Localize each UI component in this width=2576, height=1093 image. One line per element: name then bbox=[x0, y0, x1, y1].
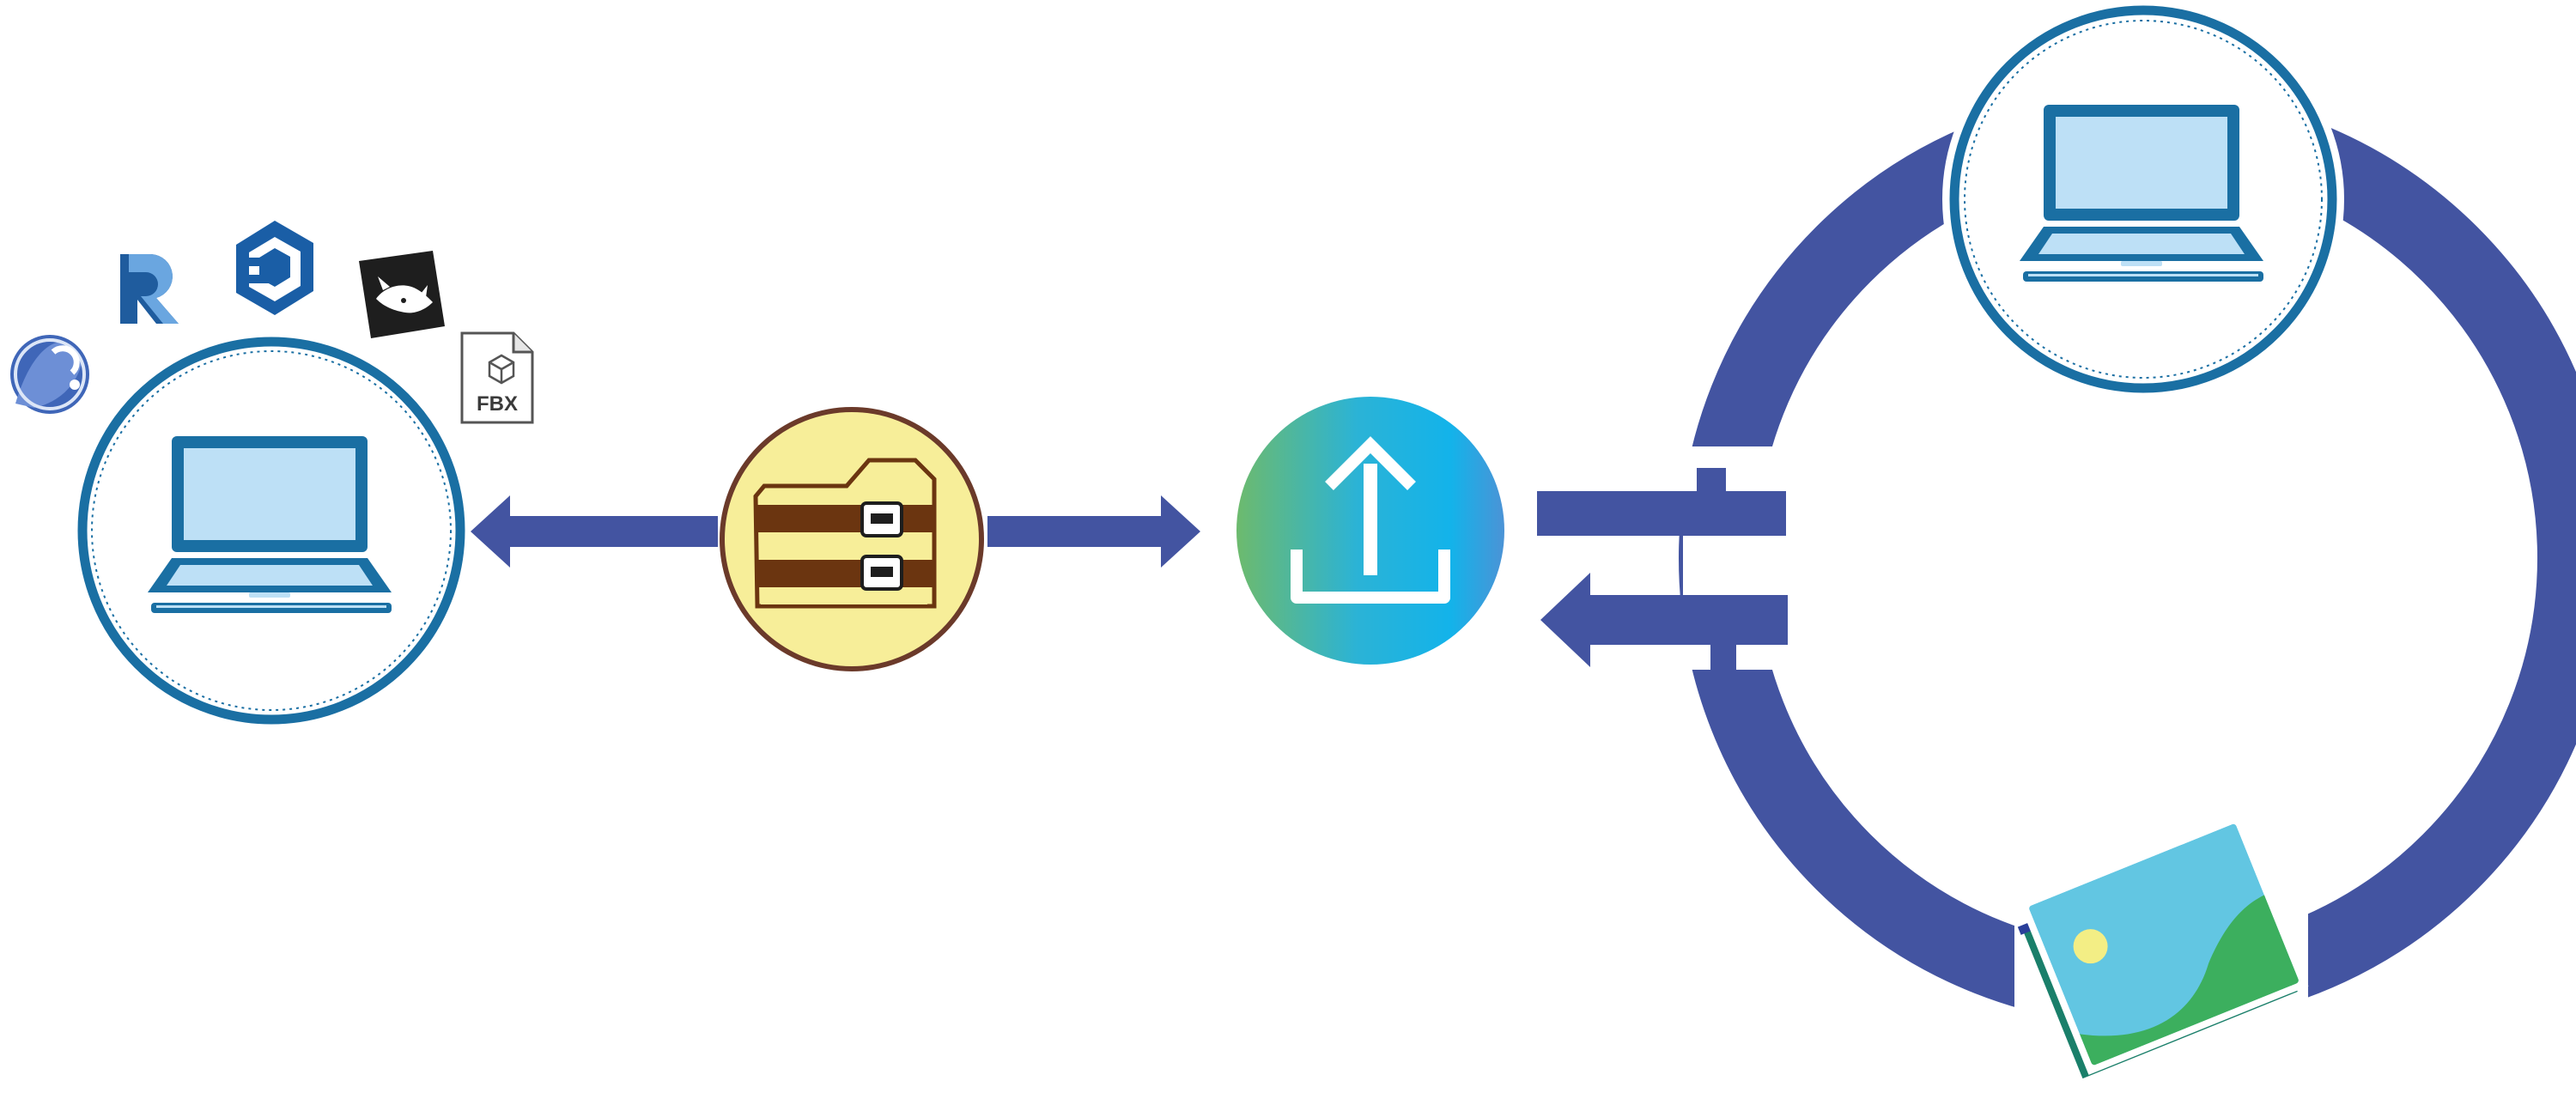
folder-archive-icon bbox=[753, 458, 937, 609]
arrow-to-upload bbox=[987, 495, 1200, 568]
arrow-into-loop bbox=[1537, 468, 1786, 536]
image-icon bbox=[2019, 814, 2309, 1075]
fbx-file-icon: FBX bbox=[460, 331, 534, 424]
sketchup-icon bbox=[236, 221, 313, 315]
remote-laptop-node bbox=[1942, 0, 2344, 400]
export-archive-node bbox=[720, 407, 984, 671]
render-output-node bbox=[2017, 814, 2309, 1079]
arrow-out-of-loop bbox=[1540, 573, 1788, 671]
upload-icon bbox=[1291, 436, 1450, 604]
source-laptop-node bbox=[77, 337, 465, 725]
archicad-icon bbox=[10, 335, 89, 414]
laptop-icon bbox=[148, 436, 392, 613]
revit-icon bbox=[120, 254, 179, 324]
laptop-icon bbox=[2020, 105, 2263, 282]
arrow-to-source bbox=[471, 495, 718, 568]
upload-node bbox=[1236, 397, 1504, 665]
fbx-label: FBX bbox=[477, 392, 518, 416]
rhino-icon bbox=[359, 251, 445, 338]
